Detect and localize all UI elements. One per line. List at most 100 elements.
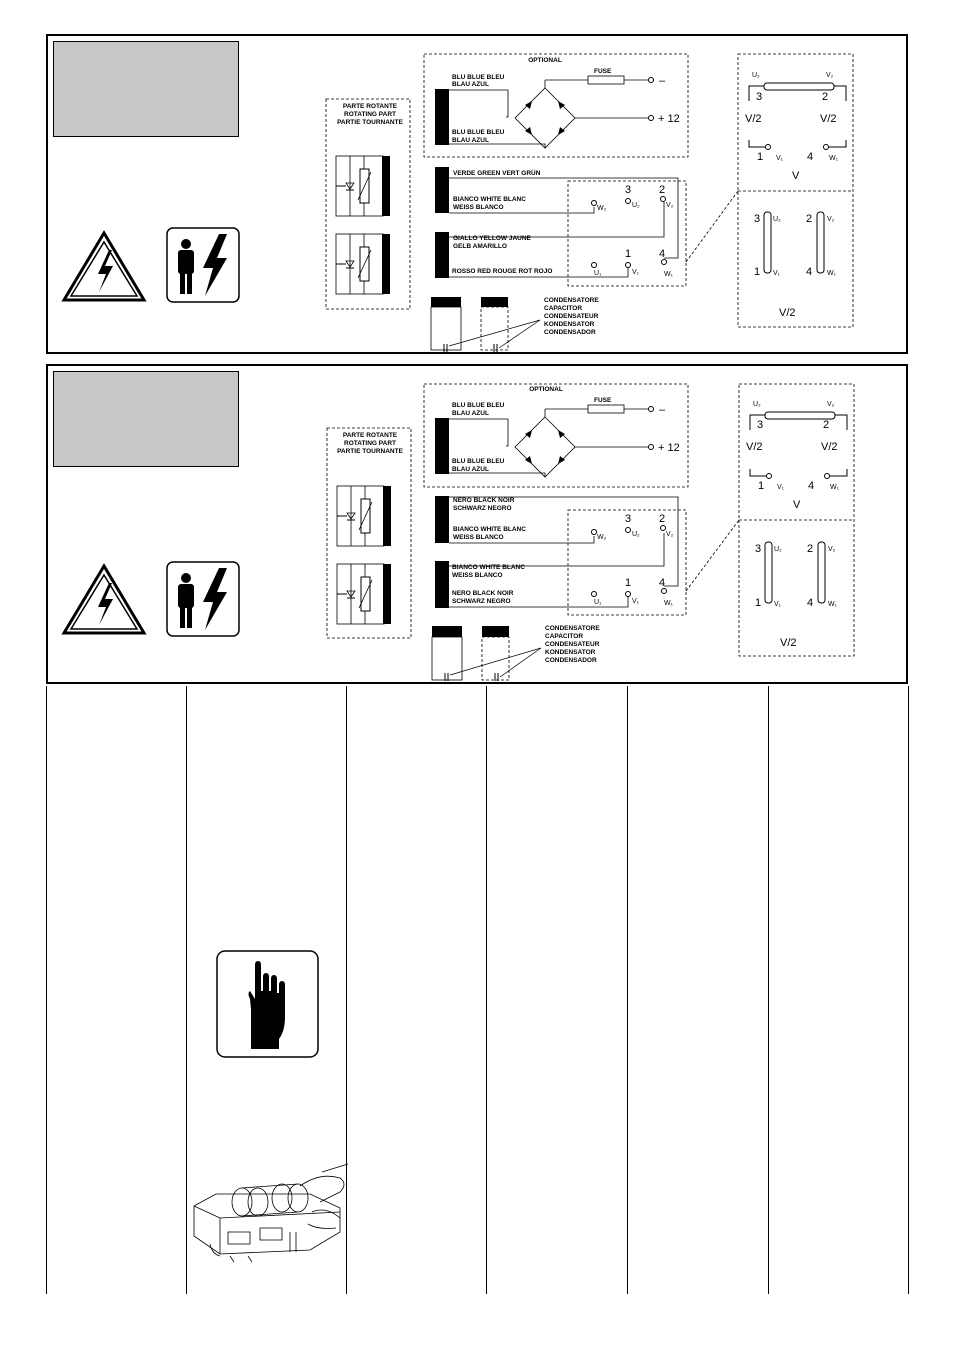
conn-top-U2: U₂ bbox=[753, 401, 761, 408]
conn-num-4: 4 bbox=[807, 151, 813, 163]
wire3-label-1: BIANCO WHITE BLANC bbox=[452, 564, 525, 571]
high-voltage-warning-icon bbox=[62, 564, 146, 635]
capacitor-label-en: CAPACITOR bbox=[544, 305, 582, 312]
conn-top-V2: V₂ bbox=[826, 72, 834, 79]
conn-label-half-v-left: V/2 bbox=[746, 441, 763, 453]
rotor-diode-cell-2 bbox=[336, 563, 392, 625]
placeholder-grey-box bbox=[53, 371, 239, 467]
capacitor-label-es: CONDENSADOR bbox=[544, 329, 596, 336]
wire4-label-2: SCHWARZ NEGRO bbox=[452, 598, 511, 605]
conn-label-half-v-left: V/2 bbox=[745, 113, 762, 125]
fuse-symbol bbox=[587, 404, 625, 414]
optional-label: OPTIONAL bbox=[528, 57, 562, 64]
conn-par-4: 4 bbox=[806, 266, 812, 278]
terminal-U2: U₂ bbox=[632, 531, 640, 538]
conn-top-V2: V₂ bbox=[827, 401, 835, 408]
wire3-label-2: GELB AMARILLO bbox=[453, 243, 507, 250]
alternator-maintenance-illustration bbox=[193, 1163, 349, 1263]
conn-par-3: 3 bbox=[755, 543, 761, 555]
wire2-label-1: BIANCO WHITE BLANC bbox=[453, 196, 526, 203]
wire1-label-2: SCHWARZ NEGRO bbox=[453, 505, 512, 512]
terminal-number-1: 1 bbox=[625, 248, 631, 260]
fuse-label: FUSE bbox=[594, 397, 612, 404]
conn-par-U2: U₂ bbox=[774, 546, 782, 553]
conn-par-V2: V₂ bbox=[827, 216, 835, 223]
capacitor-label-de: KONDENSATOR bbox=[545, 649, 596, 656]
capacitor-label-en: CAPACITOR bbox=[545, 633, 583, 640]
terminal-number-1: 1 bbox=[625, 577, 631, 589]
capacitor-label-fr: CONDENSATEUR bbox=[544, 313, 599, 320]
terminal-V2: V₂ bbox=[666, 202, 674, 209]
terminal-V1: V₁ bbox=[632, 598, 640, 605]
exciter-bottom-label-2: BLAU AZUL bbox=[452, 137, 489, 144]
plus12-terminal-label: + 12 bbox=[658, 442, 680, 454]
panel1-content: PARTE ROTANTE ROTATING PART PARTIE TOURN… bbox=[62, 53, 854, 352]
exciter-top-label-1: BLU BLUE BLEU bbox=[452, 74, 505, 81]
terminal-U1: U₁ bbox=[594, 270, 602, 277]
conn-num-1: 1 bbox=[758, 480, 764, 492]
capacitor-label-de: KONDENSATOR bbox=[544, 321, 595, 328]
fuse-symbol bbox=[587, 75, 625, 85]
conn-label-half-v-bottom: V/2 bbox=[780, 637, 797, 649]
conn-par-W1: W₁ bbox=[828, 601, 838, 608]
rectifier-bridge bbox=[514, 87, 576, 149]
wire3-label-2: WEISS BLANCO bbox=[452, 572, 503, 579]
conn-par-1: 1 bbox=[755, 597, 761, 609]
capacitor-label-es: CONDENSADOR bbox=[545, 657, 597, 664]
terminal-W1: W₁ bbox=[664, 600, 674, 607]
conn-label-half-v-right: V/2 bbox=[820, 113, 837, 125]
conn-par-1: 1 bbox=[754, 266, 760, 278]
conn-num-1: 1 bbox=[757, 151, 763, 163]
conn-par-V1: V₁ bbox=[773, 270, 781, 277]
minus-terminal-label: – bbox=[659, 75, 666, 87]
plus12-terminal-label: + 12 bbox=[658, 113, 680, 125]
capacitor-label-fr: CONDENSATEUR bbox=[545, 641, 600, 648]
conn-par-V2: V₂ bbox=[828, 546, 836, 553]
hand-pointing-icon bbox=[216, 950, 319, 1058]
conn-label-v: V bbox=[793, 499, 801, 511]
terminal-U1: U₁ bbox=[594, 599, 602, 606]
terminal-number-4: 4 bbox=[659, 248, 665, 260]
exciter-top-label-2: BLAU AZUL bbox=[452, 410, 489, 417]
conn-label-half-v-bottom: V/2 bbox=[779, 307, 796, 319]
exciter-top-label-2: BLAU AZUL bbox=[452, 81, 489, 88]
rotor-diode-cell-1 bbox=[336, 485, 392, 547]
conn-par-4: 4 bbox=[807, 597, 813, 609]
rotating-part-label-fr: PARTIE TOURNANTE bbox=[337, 448, 404, 455]
conn-label-half-v-right: V/2 bbox=[821, 441, 838, 453]
electrical-hazard-person-icon bbox=[166, 561, 240, 637]
terminal-V1: V₁ bbox=[632, 269, 640, 276]
rotating-part-label-en: ROTATING PART bbox=[344, 111, 396, 118]
wire4-label-1: NERO BLACK NOIR bbox=[452, 590, 514, 597]
placeholder-grey-box bbox=[53, 41, 239, 137]
conn-num-4: 4 bbox=[808, 480, 814, 492]
fuse-label: FUSE bbox=[594, 68, 612, 75]
terminal-number-3: 3 bbox=[625, 513, 631, 525]
wire3-label-1: GIALLO YELLOW JAUNE bbox=[453, 235, 532, 242]
terminal-W2: W₂ bbox=[597, 534, 607, 541]
rotating-part-label-en: ROTATING PART bbox=[344, 440, 396, 447]
conn-par-V1: V₁ bbox=[774, 601, 782, 608]
wire1-label-1: VERDE GREEN VERT GRÜN bbox=[453, 168, 541, 177]
rectifier-bridge bbox=[514, 416, 576, 478]
terminal-number-4: 4 bbox=[659, 577, 665, 589]
rotating-part-label-it: PARTE ROTANTE bbox=[343, 103, 398, 110]
exciter-bottom-label-2: BLAU AZUL bbox=[452, 466, 489, 473]
conn-num-3: 3 bbox=[757, 419, 763, 431]
wire2-label-1: BIANCO WHITE BLANC bbox=[453, 526, 526, 533]
terminal-V2: V₂ bbox=[666, 531, 674, 538]
conn-W1: W₁ bbox=[829, 155, 839, 162]
conn-par-2: 2 bbox=[806, 213, 812, 225]
panel2-content: PARTE ROTANTE ROTATING PART PARTIE TOURN… bbox=[62, 383, 855, 681]
conn-V1: V₁ bbox=[777, 484, 785, 491]
high-voltage-warning-icon bbox=[62, 231, 146, 302]
wire2-label-2: WEISS BLANCO bbox=[453, 534, 504, 541]
conn-num-2: 2 bbox=[823, 419, 829, 431]
terminal-W1: W₁ bbox=[664, 271, 674, 278]
terminal-number-2: 2 bbox=[659, 184, 665, 196]
wiring-panel-1 bbox=[46, 34, 908, 354]
optional-label: OPTIONAL bbox=[529, 386, 563, 393]
rotor-diode-cell-2 bbox=[335, 233, 391, 295]
terminal-number-2: 2 bbox=[659, 513, 665, 525]
conn-par-2: 2 bbox=[807, 543, 813, 555]
